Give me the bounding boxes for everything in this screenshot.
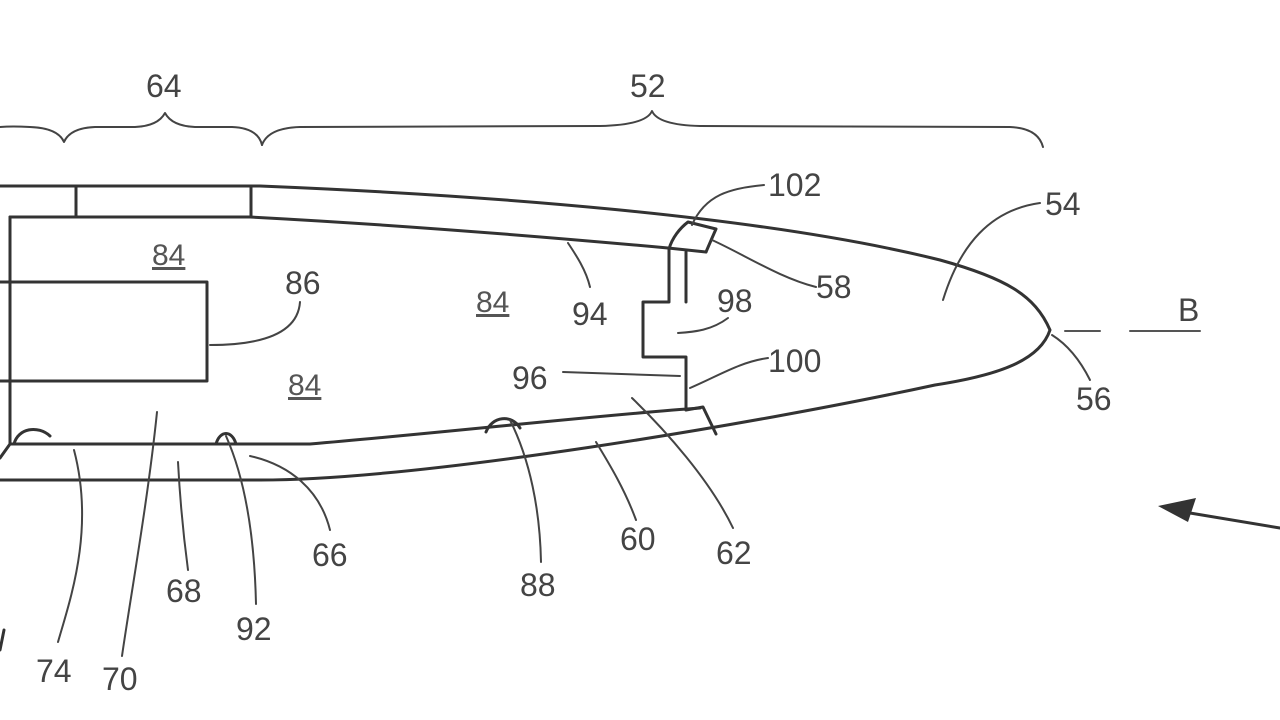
leader-60: [595, 441, 637, 521]
leader-54: [942, 202, 1041, 301]
ref-70: 70: [102, 661, 138, 697]
block-86: [0, 280, 209, 383]
ref-52: 52: [630, 68, 666, 104]
ref-64: 64: [146, 68, 182, 104]
lower-end-62: [684, 405, 718, 436]
brace-64: [0, 112, 263, 146]
ref-94: 94: [572, 296, 608, 332]
leader-66: [249, 455, 331, 531]
wedge-102: [667, 220, 718, 254]
leader-94: [567, 242, 591, 288]
inner-liner-bottom: [8, 406, 702, 446]
leader-100: [689, 357, 769, 389]
ref-96: 96: [512, 360, 548, 396]
ref-60: 60: [620, 521, 656, 557]
ref-b: B: [1178, 292, 1199, 328]
ref-98: 98: [717, 283, 753, 319]
ref-74: 74: [36, 653, 72, 689]
seal-74-b: [0, 442, 12, 460]
ref-58: 58: [816, 269, 852, 305]
seal-92: [214, 432, 238, 446]
leader-68: [177, 461, 189, 571]
leader-98: [677, 317, 729, 334]
leader-62: [631, 397, 734, 529]
ref-84-upper-left: 84: [152, 239, 185, 272]
leader-58: [711, 239, 817, 288]
leader-74: [57, 449, 84, 643]
ref-86: 86: [285, 265, 321, 301]
leader-88: [509, 419, 542, 563]
ref-102: 102: [768, 167, 821, 203]
flow-arrow-head: [1158, 498, 1196, 522]
leader-70: [121, 411, 158, 657]
inner-liner-top: [8, 215, 708, 254]
leader-96: [562, 371, 681, 377]
outer-housing: [0, 184, 1052, 482]
ref-54: 54: [1045, 186, 1081, 222]
ref-92: 92: [236, 611, 272, 647]
stepped-partition: [641, 247, 688, 412]
brace-52: [261, 110, 1044, 148]
seal-74: [12, 427, 52, 446]
ref-88: 88: [520, 567, 556, 603]
seal-88: [484, 417, 522, 434]
ref-84-center: 84: [476, 286, 509, 319]
ref-84-lower: 84: [288, 369, 321, 402]
ref-68: 68: [166, 573, 202, 609]
leader-102: [691, 184, 765, 226]
leader-86: [209, 301, 301, 346]
ref-56: 56: [1076, 381, 1112, 417]
ref-66: 66: [312, 537, 348, 573]
ref-62: 62: [716, 535, 752, 571]
left-edge-mark: [0, 628, 6, 652]
leader-92: [225, 435, 257, 605]
ref-100: 100: [768, 343, 821, 379]
leader-56: [1051, 334, 1091, 381]
